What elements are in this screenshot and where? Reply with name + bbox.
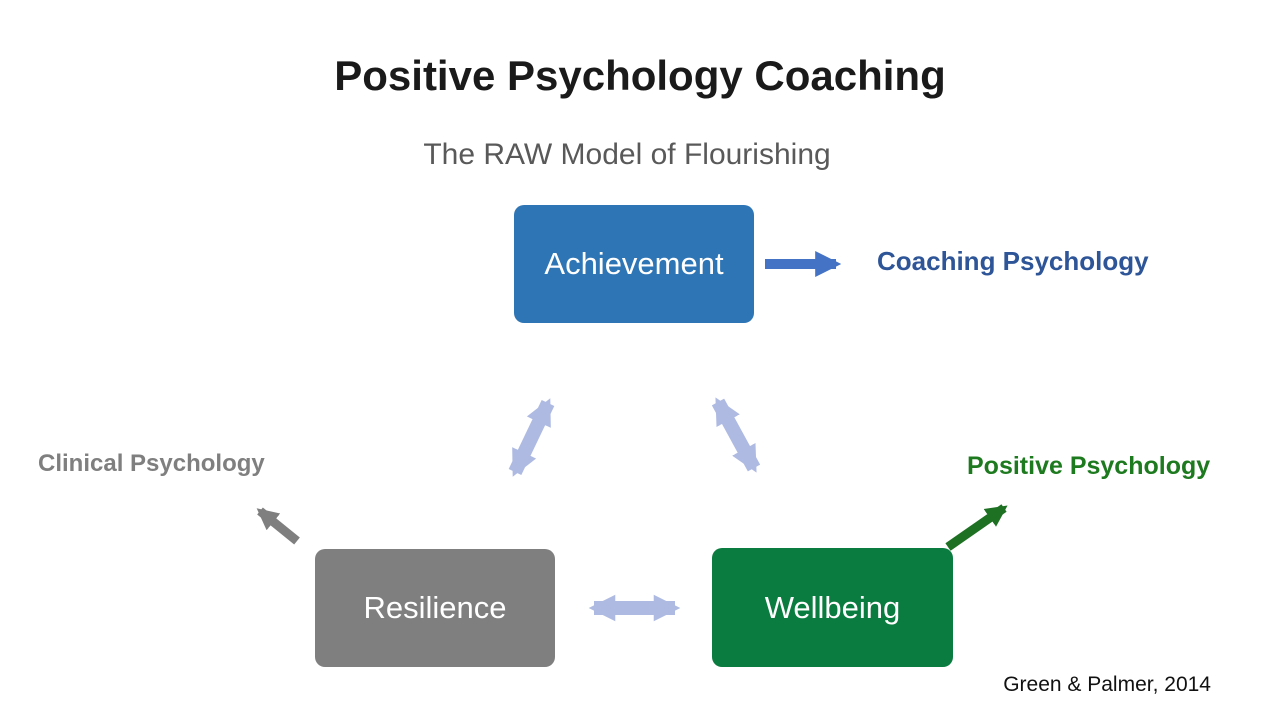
resilience-box-label: Resilience [363,590,507,625]
achievement-resilience-double-arrow [508,398,555,477]
positive-psychology-arrow [945,504,1008,551]
wellbeing-box-label: Wellbeing [764,589,901,625]
achievement-wellbeing-double-arrow [711,397,761,473]
clinical-psychology-arrow [256,507,300,545]
achievement-box-label: Achievement [544,246,724,281]
resilience-box: Resilience [315,549,555,667]
coaching-psychology-label: Coaching Psychology [877,246,1149,276]
slide-title: Positive Psychology Coaching [334,52,946,99]
achievement-box: Achievement [514,205,754,323]
positive-psychology-label: Positive Psychology [967,452,1211,480]
wellbeing-box: Wellbeing [712,548,953,667]
slide-subtitle: The RAW Model of Flourishing [423,138,831,171]
clinical-psychology-label: Clinical Psychology [38,450,265,477]
citation-text: Green & Palmer, 2014 [1003,673,1211,696]
